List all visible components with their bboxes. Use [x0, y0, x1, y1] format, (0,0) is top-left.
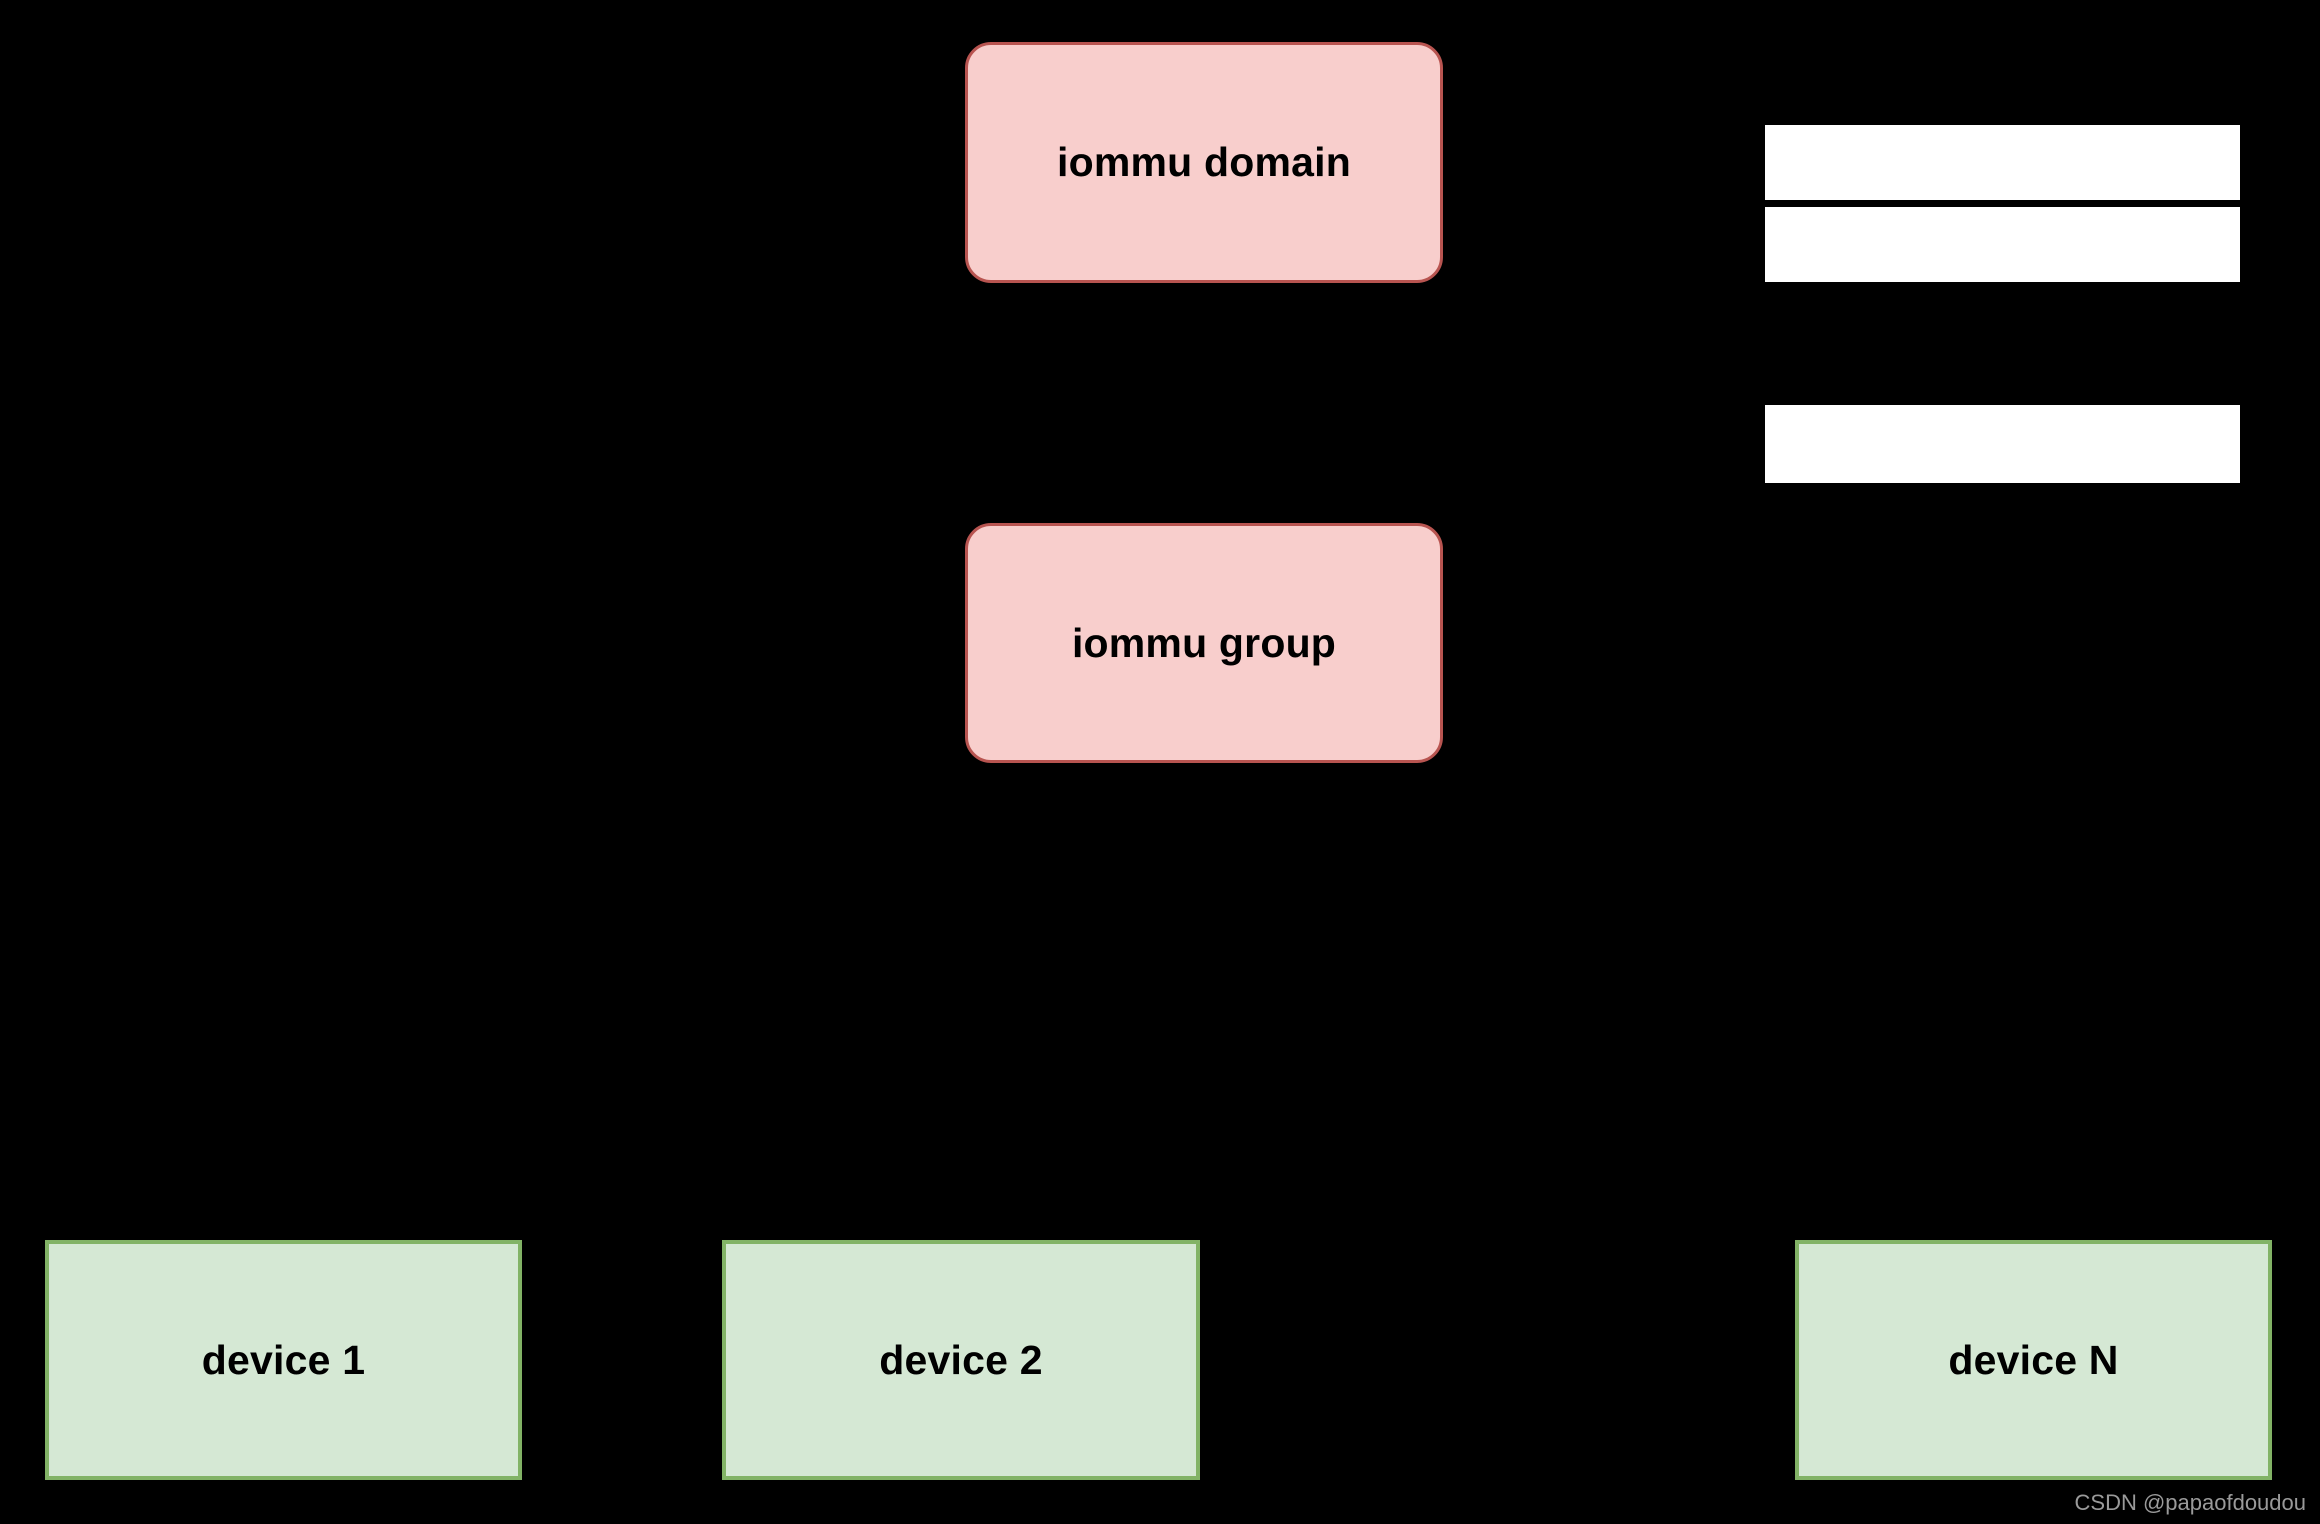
node-label-iommu-domain: iommu domain — [1057, 139, 1351, 185]
watermark: CSDN @papaofdoudou — [2074, 1490, 2306, 1515]
edge-group-to-device-1 — [272, 763, 1206, 1243]
node-device-2[interactable]: device 2 — [722, 1240, 1200, 1480]
edge-group-to-device-n — [1202, 763, 2044, 1243]
node-white-box-3[interactable] — [1765, 405, 2240, 483]
node-label-device-1: device 1 — [201, 1336, 366, 1383]
node-label-device-n: device N — [1948, 1336, 2119, 1383]
node-device-1[interactable]: device 1 — [45, 1240, 522, 1480]
node-label-iommu-group: iommu group — [1071, 619, 1337, 666]
node-device-n[interactable]: device N — [1795, 1240, 2272, 1480]
node-label-device-2: device 2 — [879, 1336, 1043, 1383]
node-white-box-2[interactable] — [1765, 207, 2240, 282]
node-iommu-group[interactable]: iommu group — [965, 523, 1443, 763]
edge-group-to-device-2 — [950, 763, 1206, 1243]
node-white-box-1[interactable] — [1765, 125, 2240, 200]
node-iommu-domain[interactable]: iommu domain — [965, 42, 1443, 283]
